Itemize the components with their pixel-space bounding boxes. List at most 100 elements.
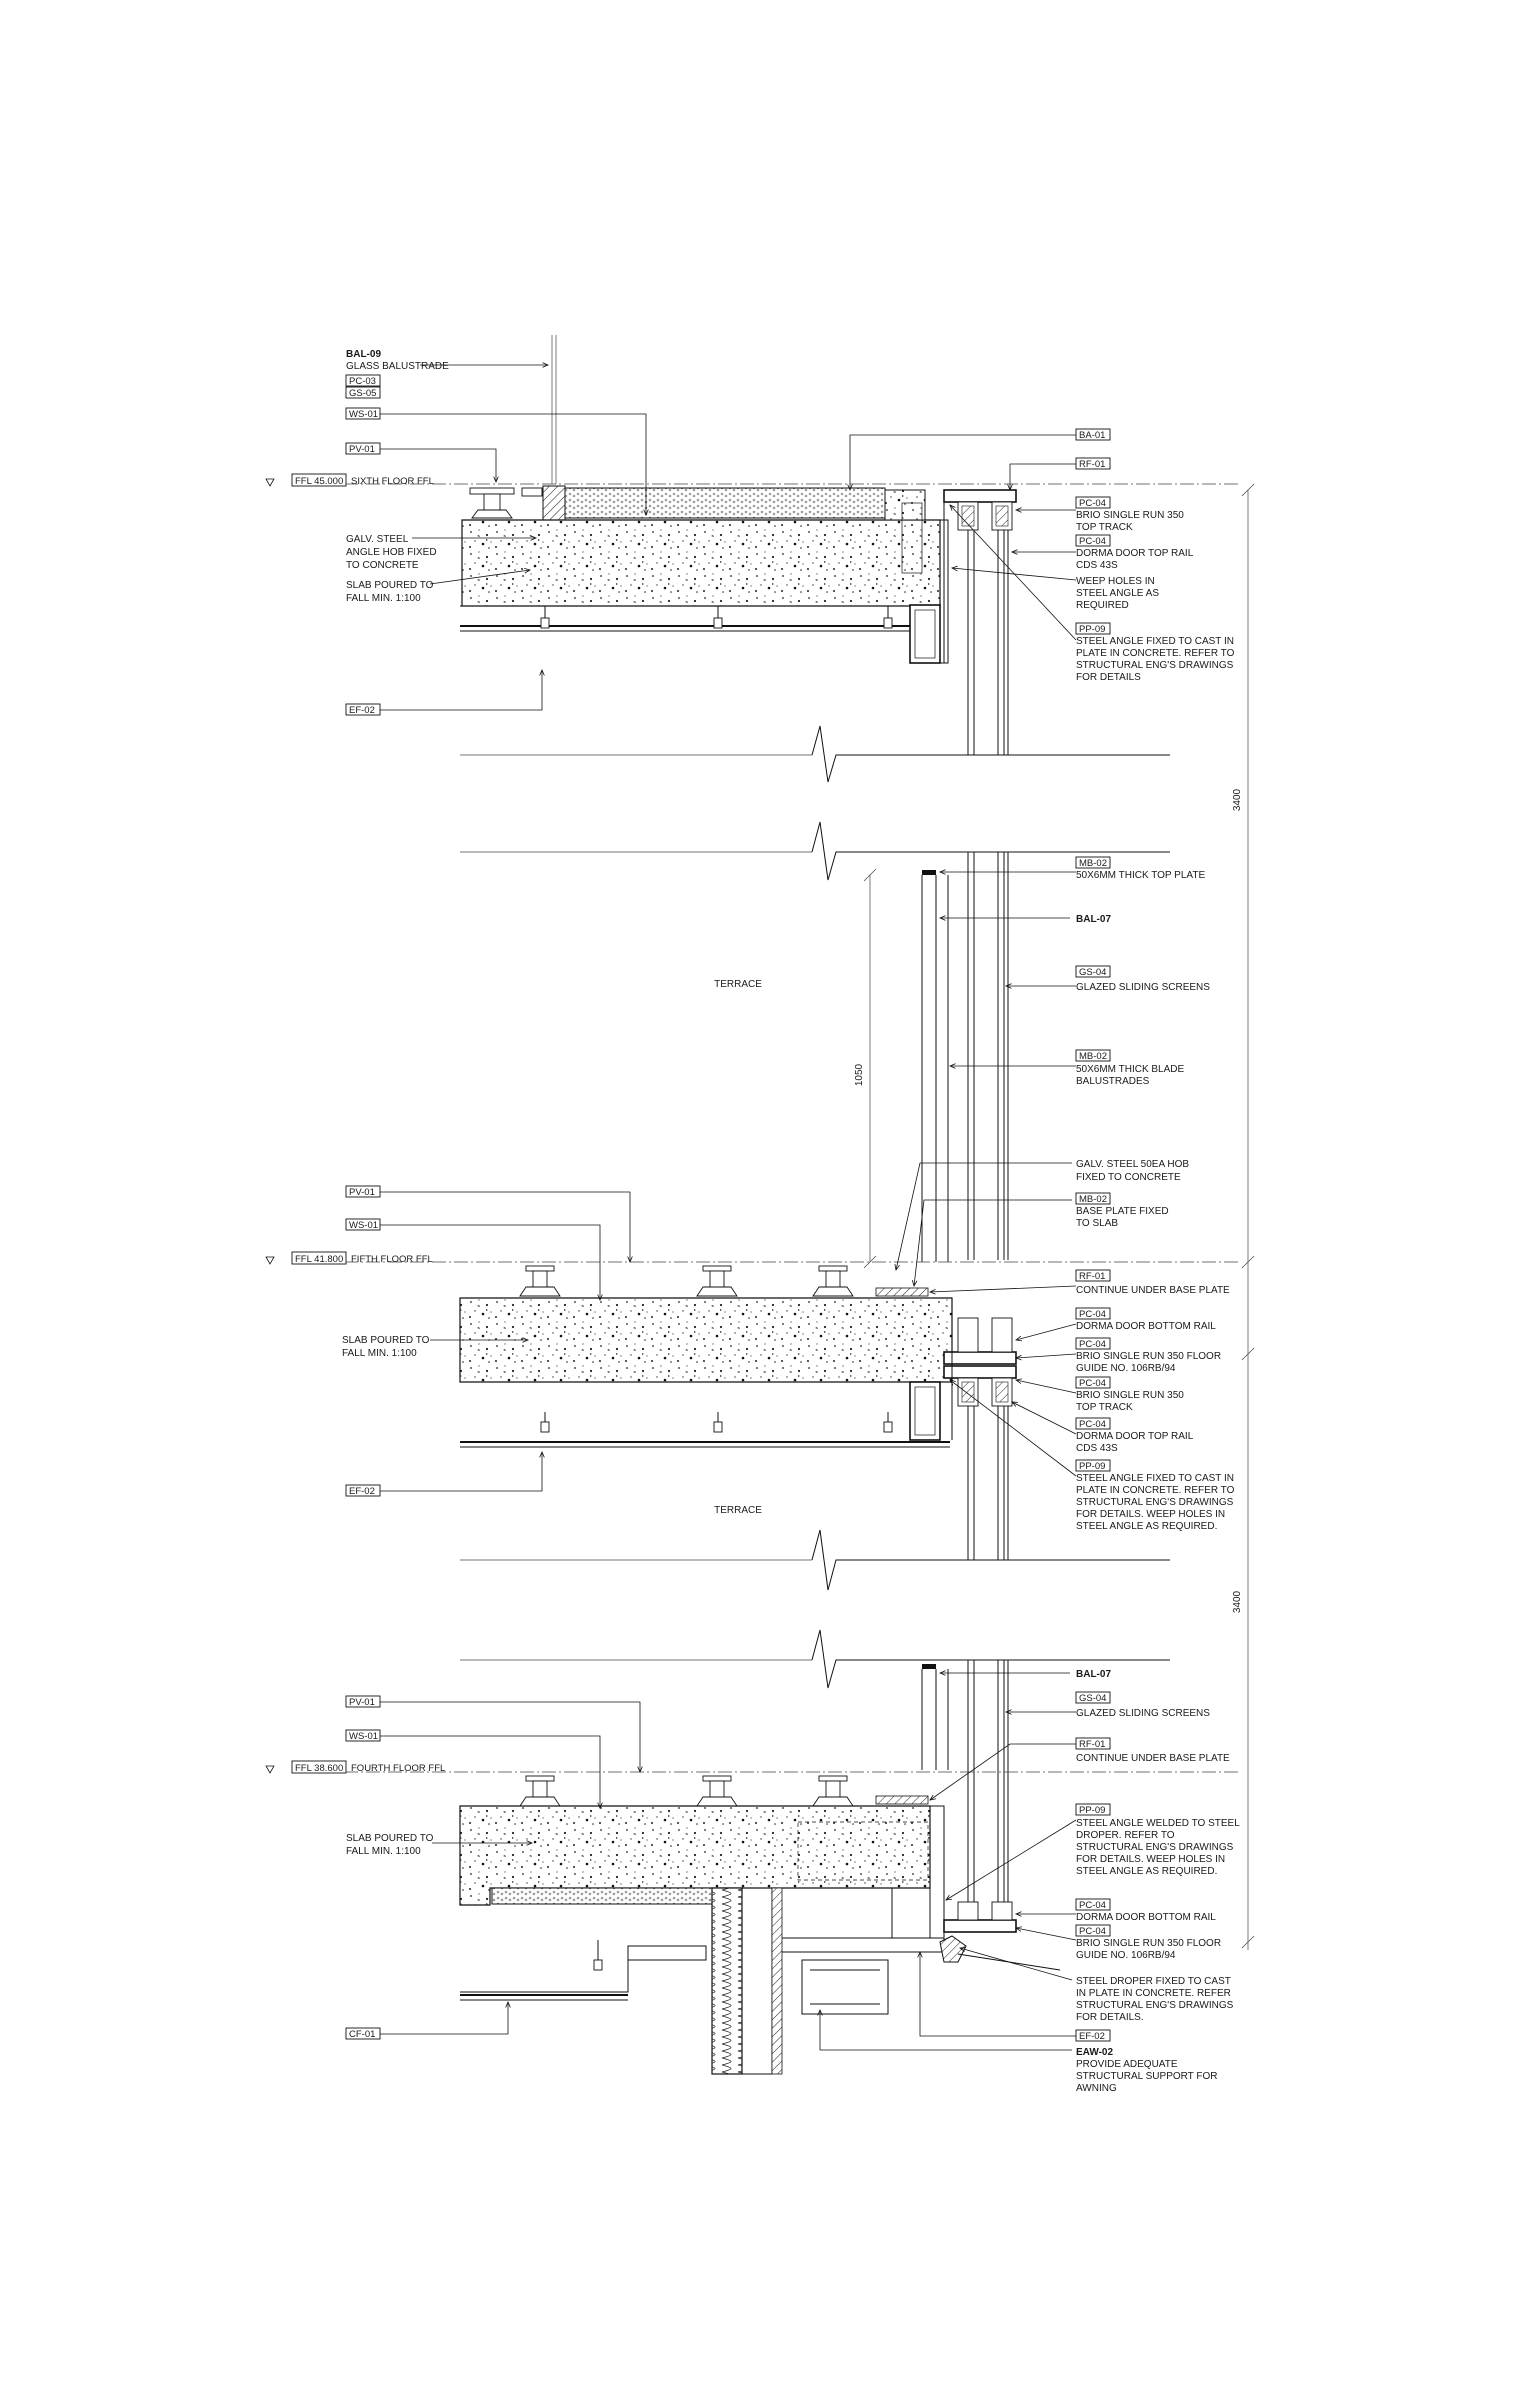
balustrade-height-dim: 1050 [854, 1063, 865, 1086]
droper-line-1: STEEL DROPER FIXED TO CAST [1076, 1976, 1231, 1987]
tag-pc04-g: PC-04 [1079, 1900, 1106, 1911]
tag-pc04-a: PC-04 [1079, 498, 1106, 509]
pc04-d-line-2: GUIDE NO. 106RB/94 [1076, 1363, 1176, 1374]
pc04-c-line-1: DORMA DOOR BOTTOM RAIL [1076, 1321, 1216, 1332]
mb02-c-line-2: TO SLAB [1076, 1218, 1118, 1229]
galv-hob-line-1: GALV. STEEL [346, 534, 409, 545]
rf01-b-line-1: CONTINUE UNDER BASE PLATE [1076, 1285, 1230, 1296]
pc04-g-line-1: DORMA DOOR BOTTOM RAIL [1076, 1912, 1216, 1923]
tag-gs04-a: GS-04 [1079, 967, 1106, 978]
pc04-b-line-1: DORMA DOOR TOP RAIL [1076, 548, 1194, 559]
tag-mb02-a: MB-02 [1079, 858, 1107, 869]
fifth-floor-section: 1050 TERRACE [300, 821, 1240, 1591]
galv-hob-line-2: ANGLE HOB FIXED [346, 547, 437, 558]
pc04-b-line-3: WEEP HOLES IN [1076, 576, 1155, 587]
mb02-b-line-1: 50X6MM THICK BLADE [1076, 1064, 1185, 1075]
pp09-a-line-1: STEEL ANGLE FIXED TO CAST IN [1076, 636, 1234, 647]
tag-bal09-desc: GLASS BALUSTRADE [346, 361, 449, 372]
ceiling-hangers [540, 606, 893, 629]
level-fourth-ffl: FFL 38.600 [295, 1763, 343, 1774]
tag-ef02-b: EF-02 [349, 1486, 375, 1497]
level-tag-sixth: FFL 45.000 SIXTH FLOOR FFL [265, 473, 434, 487]
pedestals-fifth [519, 1265, 854, 1297]
pc04-a-line-2: TOP TRACK [1076, 522, 1133, 533]
tag-gs04-b: GS-04 [1079, 1693, 1106, 1704]
tag-rf01-c: RF-01 [1079, 1739, 1105, 1750]
pc04-b-line-4: STEEL ANGLE AS [1076, 588, 1159, 599]
tag-pv01-a: PV-01 [349, 444, 375, 455]
tag-mb02-c: MB-02 [1079, 1194, 1107, 1205]
pp09-a-line-2: PLATE IN CONCRETE. REFER TO [1076, 648, 1235, 659]
tag-eaw02: EAW-02 [1076, 2047, 1113, 2058]
floor-height-dim-lower: 3400 [1232, 1590, 1243, 1613]
tag-pc04-h: PC-04 [1079, 1926, 1106, 1937]
pp09-b-line-1: STEEL ANGLE FIXED TO CAST IN [1076, 1473, 1234, 1484]
tag-rf01-b: RF-01 [1079, 1271, 1105, 1282]
tag-ba01: BA-01 [1079, 430, 1105, 441]
fourth-floor-section: TERRACE [300, 1505, 1240, 2075]
pp09-b-line-4: FOR DETAILS. WEEP HOLES IN [1076, 1509, 1225, 1520]
tag-mb02-b: MB-02 [1079, 1051, 1107, 1062]
terrace-label-upper: TERRACE [714, 979, 762, 990]
left-callouts-fourth: PV-01 WS-01 SLAB POURED TO FALL MIN. 1:1… [345, 1695, 640, 2040]
pp09-c-line-3: STRUCTURAL ENG'S DRAWINGS [1076, 1842, 1234, 1853]
tag-pv01-c: PV-01 [349, 1697, 375, 1708]
pc04-f-line-1: DORMA DOOR TOP RAIL [1076, 1431, 1194, 1442]
tag-ef02-a: EF-02 [349, 705, 375, 716]
pp09-a-line-3: STRUCTURAL ENG'S DRAWINGS [1076, 660, 1234, 671]
tag-pc04-d: PC-04 [1079, 1339, 1106, 1350]
mb02-a-line-1: 50X6MM THICK TOP PLATE [1076, 870, 1205, 881]
slab-fall-b-2: FALL MIN. 1:100 [342, 1348, 417, 1359]
droper-line-3: STRUCTURAL ENG'S DRAWINGS [1076, 2000, 1234, 2011]
glazing-lines-top [967, 530, 1009, 755]
eaw02-line-1: PROVIDE ADEQUATE [1076, 2059, 1178, 2070]
level-fifth-ffl: FFL 41.800 [295, 1254, 343, 1265]
tag-pp09-b: PP-09 [1079, 1461, 1105, 1472]
level-sixth-ffl: FFL 45.000 [295, 476, 343, 487]
pc04-f-line-2: CDS 43S [1076, 1443, 1118, 1454]
pc04-e-line-2: TOP TRACK [1076, 1402, 1133, 1413]
tag-pp09-c: PP-09 [1079, 1805, 1105, 1816]
pc04-h-line-2: GUIDE NO. 106RB/94 [1076, 1950, 1176, 1961]
pc04-a-line-1: BRIO SINGLE RUN 350 [1076, 510, 1184, 521]
slab-fall-a-1: SLAB POURED TO [346, 580, 434, 591]
right-callouts-fourth: BAL-07 GS-04 GLAZED SLIDING SCREENS RF-0… [820, 1669, 1240, 2094]
mb02-b-line-2: BALUSTRADES [1076, 1076, 1150, 1087]
floor-height-dim-upper: 3400 [1232, 788, 1243, 811]
tag-ws01-b: WS-01 [349, 1220, 378, 1231]
tag-pc04-c: PC-04 [1079, 1309, 1106, 1320]
pp09-c-line-1: STEEL ANGLE WELDED TO STEEL [1076, 1818, 1240, 1829]
pedestal [469, 487, 515, 519]
tag-ef02-c: EF-02 [1079, 2031, 1105, 2042]
tag-bal07-b: BAL-07 [1076, 1669, 1111, 1680]
pp09-b-line-5: STEEL ANGLE AS REQUIRED. [1076, 1521, 1217, 1532]
tag-pc04-f: PC-04 [1079, 1419, 1106, 1430]
droper-line-2: IN PLATE IN CONCRETE. REFER [1076, 1988, 1231, 1999]
mb02-c-line-1: BASE PLATE FIXED [1076, 1206, 1169, 1217]
eaw02-line-3: AWNING [1076, 2083, 1117, 2094]
pc04-d-line-1: BRIO SINGLE RUN 350 FLOOR [1076, 1351, 1221, 1362]
tag-ws01-c: WS-01 [349, 1731, 378, 1742]
gs04-a-line-1: GLAZED SLIDING SCREENS [1076, 982, 1210, 993]
left-callouts-fifth: PV-01 WS-01 SLAB POURED TO FALL MIN. 1:1… [342, 1185, 630, 1497]
galv-50ea-line-1: GALV. STEEL 50EA HOB [1076, 1159, 1189, 1170]
sixth-floor-section [300, 335, 1240, 783]
tag-pv01-b: PV-01 [349, 1187, 375, 1198]
pp09-c-line-5: STEEL ANGLE AS REQUIRED. [1076, 1866, 1217, 1877]
tag-bal07-a: BAL-07 [1076, 914, 1111, 925]
level-sixth-label: SIXTH FLOOR FFL [351, 476, 434, 487]
slab-fall-a-2: FALL MIN. 1:100 [346, 593, 421, 604]
level-fourth-label: FOURTH FLOOR FFL [351, 1763, 445, 1774]
tag-pc04-e: PC-04 [1079, 1378, 1106, 1389]
pp09-a-line-4: FOR DETAILS [1076, 672, 1141, 683]
tag-pp09-a: PP-09 [1079, 624, 1105, 635]
tag-ws01-a: WS-01 [349, 409, 378, 420]
pp09-c-line-2: DROPER. REFER TO [1076, 1830, 1175, 1841]
tag-pc04-b: PC-04 [1079, 536, 1106, 547]
eaw02-line-2: STRUCTURAL SUPPORT FOR [1076, 2071, 1218, 2082]
pedestals-fourth [519, 1775, 854, 1807]
pc04-h-line-1: BRIO SINGLE RUN 350 FLOOR [1076, 1938, 1221, 1949]
droper-line-4: FOR DETAILS. [1076, 2012, 1144, 2023]
gs04-b-line-1: GLAZED SLIDING SCREENS [1076, 1708, 1210, 1719]
galv-hob-line-3: TO CONCRETE [346, 560, 419, 571]
